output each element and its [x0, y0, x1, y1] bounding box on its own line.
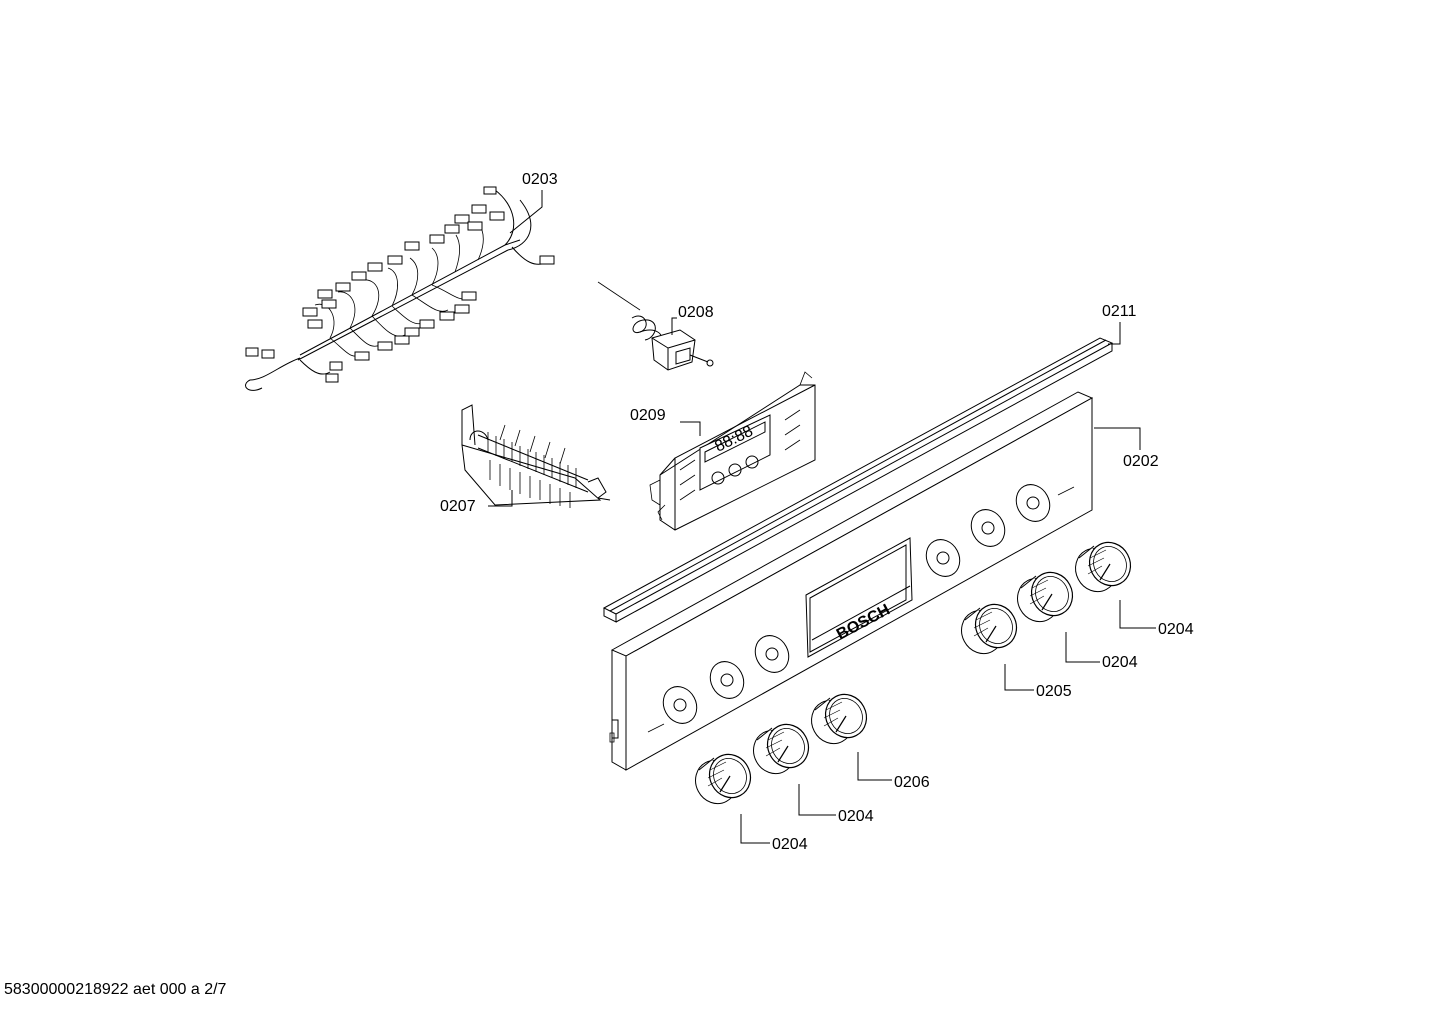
label-0208: 0208 [678, 304, 714, 321]
label-0204-b: 0204 [1102, 654, 1138, 671]
label-0202: 0202 [1123, 453, 1159, 470]
knob-icon [1009, 564, 1081, 630]
wiring-harness-icon [245, 186, 555, 391]
control-module-icon: 88:88 [649, 371, 816, 531]
label-0207: 0207 [440, 498, 476, 515]
knob-icon [803, 686, 875, 752]
trim-strip-icon [602, 337, 1114, 623]
knob-opening-icon [662, 635, 790, 724]
terminal-block-icon [461, 404, 611, 508]
label-0211: 0211 [1102, 303, 1137, 320]
document-id-footer: 58300000218922 aet 000 a 2/7 [4, 981, 227, 998]
knob-icon [745, 716, 817, 782]
knob-opening-icon [925, 484, 1051, 577]
thermostat-icon [597, 281, 714, 371]
label-0209: 0209 [630, 407, 666, 424]
label-0204-c: 0204 [838, 808, 874, 825]
label-0205: 0205 [1036, 683, 1072, 700]
knob-icon [1067, 534, 1139, 600]
knob-icon [687, 746, 759, 812]
label-0203: 0203 [522, 171, 558, 188]
knob-icon [953, 596, 1025, 662]
label-0204-a: 0204 [1158, 621, 1194, 638]
label-0204-d: 0204 [772, 836, 808, 853]
label-0206: 0206 [894, 774, 930, 791]
